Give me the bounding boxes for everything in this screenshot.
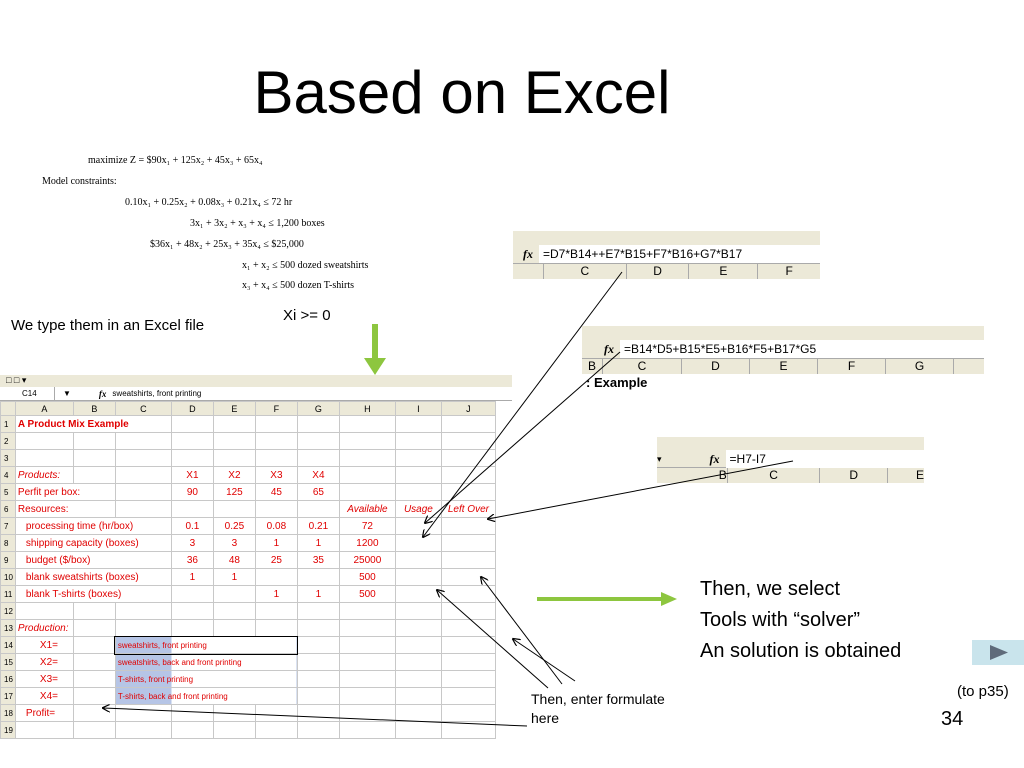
- solver-instructions: Then, we select Tools with “solver” An s…: [700, 578, 902, 662]
- next-slide-button[interactable]: [972, 640, 1024, 665]
- fx-icon: fx: [98, 388, 107, 399]
- table-row: 19: [0, 721, 496, 739]
- constraints-label: Model constraints:: [42, 176, 117, 187]
- constraint-1: 0.10x₁ + 0.25x₂ + 0.08x₃ + 0.21x₄ ≤ 72 h…: [125, 197, 293, 208]
- fx-icon: fx: [523, 246, 533, 261]
- formula-text-1[interactable]: =D7*B14++E7*B15+F7*B16+G7*B17: [539, 245, 820, 263]
- formula-bar: C14 ▼ fx sweatshirts, front printing: [0, 387, 512, 401]
- table-row: 15 X2= sweatshirts, back and front print…: [0, 653, 496, 671]
- constraint-4: x₁ + x₂ ≤ 500 dozed sweatshirts: [242, 260, 369, 271]
- nonnegativity-note: Xi >= 0: [283, 307, 331, 324]
- formula-pane-2: fx =B14*D5+B15*E5+B16*F5+B17*G5 B C D E …: [582, 326, 984, 394]
- column-headers-1: C D E F: [513, 263, 820, 279]
- play-icon: [990, 645, 1008, 660]
- column-headers-3: B C D E: [657, 467, 924, 483]
- fx-icon: fx: [709, 451, 720, 466]
- enter-formula-note: Then, enter formulate here: [531, 691, 665, 726]
- column-headers-2: B C D E F G: [582, 358, 984, 374]
- table-row: 12: [0, 602, 496, 620]
- formula-bar-value[interactable]: sweatshirts, front printing: [112, 389, 202, 398]
- constraint-5: x₃ + x₄ ≤ 500 dozen T-shirts: [242, 280, 354, 291]
- formula-pane-3: ▾ fx =H7-I7 B C D E: [657, 437, 924, 483]
- constraint-3: $36x₁ + 48x₂ + 25x₃ + 35x₄ ≤ $25,000: [150, 239, 304, 250]
- slide-title: Based on Excel: [253, 59, 671, 126]
- toolbar-icons[interactable]: □ □ ▾: [6, 375, 27, 385]
- table-row: 17 X4= T-shirts, back and front printing: [0, 687, 496, 705]
- page-number: 34: [941, 708, 964, 730]
- table-row: 13 Production:: [0, 619, 496, 637]
- name-box[interactable]: C14: [0, 387, 55, 400]
- table-row: 2: [0, 432, 496, 450]
- table-row: 16 X3= T-shirts, front printing: [0, 670, 496, 688]
- objective-function: maximize Z = $90x₁ + 125x₂ + 45x₃ + 65x₄: [88, 155, 263, 166]
- table-row: 18 Profit=: [0, 704, 496, 722]
- excel-toolbar: □ □ ▾: [0, 375, 512, 387]
- constraint-2: 3x₁ + 3x₂ + x₃ + x₄ ≤ 1,200 boxes: [190, 218, 325, 229]
- name-box-dropdown-icon[interactable]: ▼: [63, 389, 71, 398]
- example-fragment: : Example: [582, 374, 984, 394]
- formula-text-2[interactable]: =B14*D5+B15*E5+B16*F5+B17*G5: [620, 340, 984, 358]
- green-down-arrow-icon: [364, 324, 386, 375]
- to-p35-link[interactable]: (to p35): [957, 683, 1009, 700]
- fx-icon: fx: [604, 341, 614, 356]
- table-row: 14 X1= sweatshirts, front printing: [0, 635, 496, 655]
- formula-pane-1: fx =D7*B14++E7*B15+F7*B16+G7*B17 C D E F: [513, 231, 820, 279]
- type-in-excel-note: We type them in an Excel file: [11, 317, 205, 334]
- formula-text-3[interactable]: =H7-I7: [725, 450, 924, 468]
- green-right-arrow-icon: [537, 592, 677, 606]
